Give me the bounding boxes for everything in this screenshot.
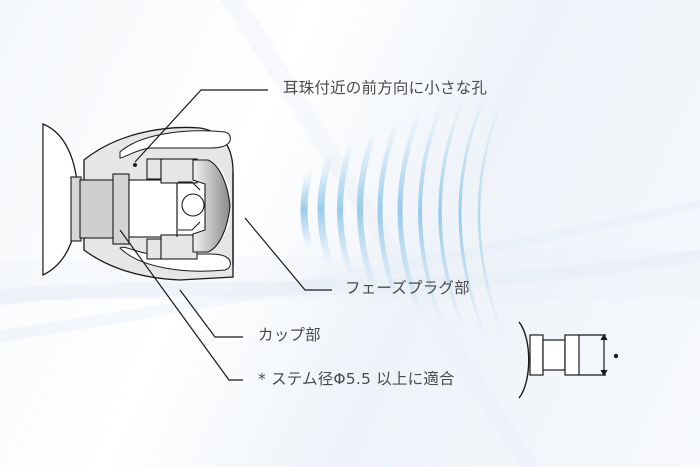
leader-hole [134, 89, 268, 163]
label-front-hole: 耳珠付近の前方向に小さな孔 [283, 79, 488, 97]
label-cup: カップ部 [258, 326, 321, 344]
label-stem-compat: * ステム径Φ5.5 以上に適合 [258, 370, 455, 388]
label-phase-plug: フェーズプラグ部 [345, 279, 470, 297]
leader-phase-plug [244, 217, 332, 291]
stem-insert [70, 158, 198, 260]
phase-plug [178, 159, 231, 253]
sound-waves [300, 91, 508, 345]
leader-cup [179, 289, 243, 338]
leader-lines [119, 89, 332, 381]
stem-size-diagram [518, 321, 619, 399]
small-hole-marker [133, 163, 137, 167]
leader-stem [119, 229, 243, 381]
